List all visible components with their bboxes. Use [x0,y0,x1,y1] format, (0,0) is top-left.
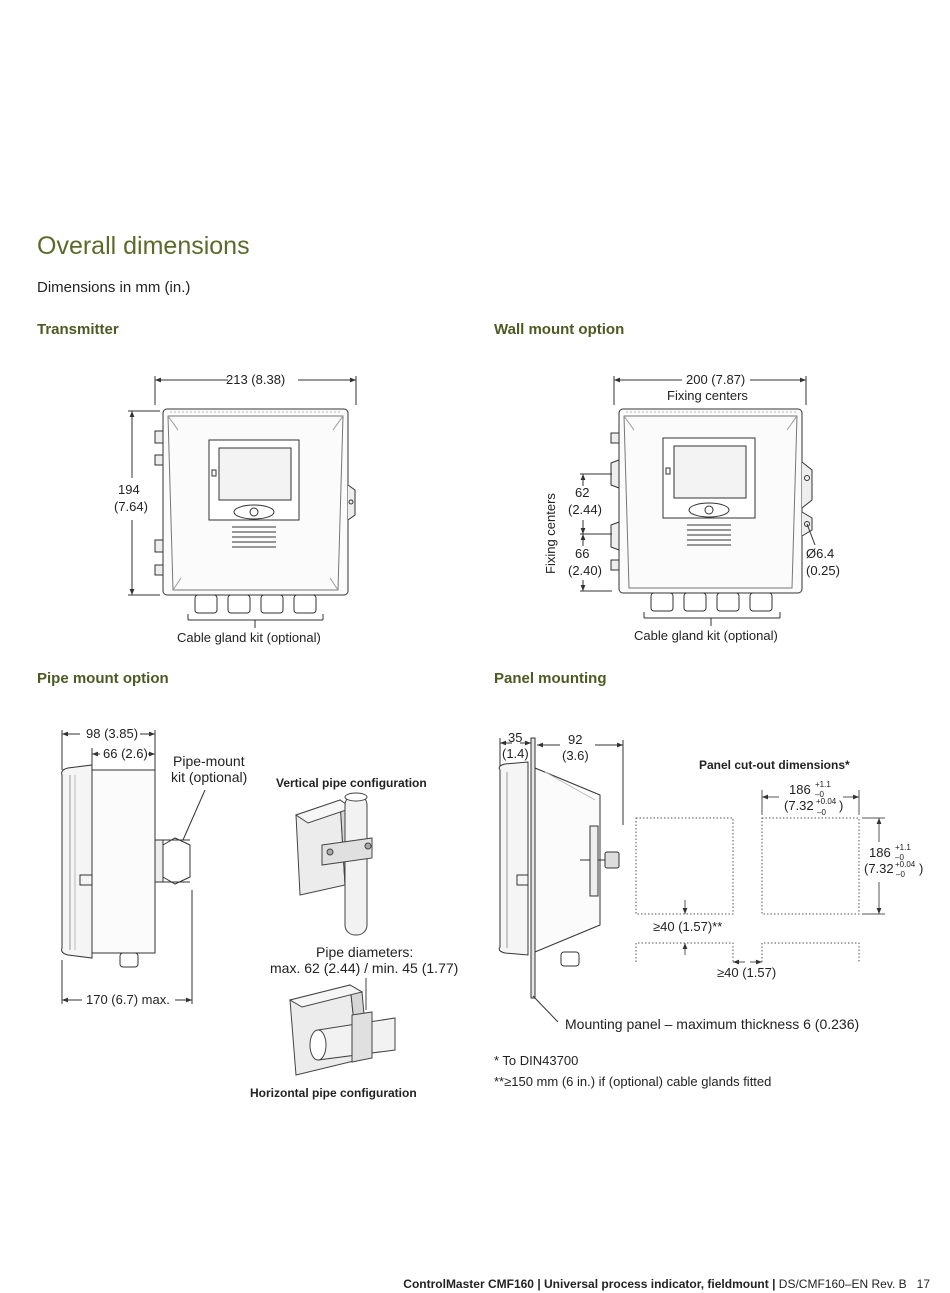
cut-width-close-paren: ) [839,798,843,813]
transmitter-width-dim: 213 (8.38) [226,372,285,387]
cut-width-tol-minus: –0 [815,790,824,799]
pipe-diameters-label-2: max. 62 (2.44) / min. 45 (1.77) [270,960,458,976]
panel-dim-92-in: (3.6) [562,748,589,763]
wall-width-dim: 200 (7.87) [686,372,745,387]
wall-hole-dim: Ø6.4 [806,546,834,561]
cut-width-in-tol-minus: –0 [817,808,826,817]
wall-gland-label: Cable gland kit (optional) [634,628,778,643]
page-subtitle: Dimensions in mm (in.) [37,279,191,296]
footer-separator-1: | [537,1277,541,1291]
section-heading-panel-mounting: Panel mounting [494,670,607,687]
cut-width-in: (7.32 [784,798,814,813]
horizontal-pipe-label: Horizontal pipe configuration [250,1086,417,1100]
pipe-kit-label-1: Pipe-mount [173,753,245,769]
footer-description: Universal process indicator, fieldmount [544,1277,769,1291]
cut-height-in-tol-minus: –0 [896,870,905,879]
footnote-din: * To DIN43700 [494,1053,578,1068]
pipe-mount-side-drawing [61,730,206,1004]
vertical-pipe-illustration [294,792,373,936]
panel-mount-side-drawing [498,737,624,1023]
page-footer: ControlMaster CMF160 | Universal process… [403,1277,930,1291]
footer-product: ControlMaster CMF160 [403,1277,534,1291]
panel-dim-35: 35 [508,730,522,745]
pipe-dim-170: 170 (6.7) max. [86,992,170,1007]
section-heading-transmitter: Transmitter [37,321,119,338]
wall-hole-dim-in: (0.25) [806,563,840,578]
cut-width-in-tol-plus: +0.04 [816,797,837,806]
wall-fixing-centers-top: Fixing centers [667,388,748,403]
cut-height-in-tol-plus: +0.04 [895,860,916,869]
wall-dim-66-in: (2.40) [568,563,602,578]
cutout-gap-vertical: ≥40 (1.57)** [653,919,722,934]
panel-cutouts [635,790,885,965]
pipe-dim-98: 98 (3.85) [86,726,138,741]
section-heading-pipe-mount: Pipe mount option [37,670,169,687]
cutout-title: Panel cut-out dimensions* [699,758,850,772]
cut-width-tol-plus: +1.1 [815,780,831,789]
cut-height-in: (7.32 [864,861,894,876]
transmitter-drawing [128,376,357,628]
footnote-glands: **≥150 mm (6 in.) if (optional) cable gl… [494,1074,771,1089]
wall-dim-66: 66 [575,546,589,561]
cut-height-close-paren: ) [919,861,923,876]
transmitter-height-dim-in: (7.64) [114,499,148,514]
cut-height-tol-plus: +1.1 [895,843,911,852]
pipe-kit-label-2: kit (optional) [171,769,247,785]
transmitter-gland-label: Cable gland kit (optional) [177,630,321,645]
pipe-dim-66: 66 (2.6) [103,746,148,761]
cut-height-value: 186 [869,845,891,860]
mounting-panel-label: Mounting panel – maximum thickness 6 (0.… [565,1016,859,1032]
page-title: Overall dimensions [37,232,250,260]
wall-mount-drawing [580,376,816,626]
cut-height-tol-minus: –0 [895,853,904,862]
section-heading-wall-mount: Wall mount option [494,321,625,338]
panel-dim-92: 92 [568,732,582,747]
wall-dim-62-in: (2.44) [568,502,602,517]
transmitter-height-dim: 194 [118,482,140,497]
cutout-gap-horizontal: ≥40 (1.57) [717,965,776,980]
horizontal-pipe-illustration [288,978,396,1076]
wall-dim-62: 62 [575,485,589,500]
footer-doc-number: DS/CMF160–EN Rev. B [778,1277,907,1291]
footer-separator-2: | [772,1277,776,1291]
vertical-pipe-label: Vertical pipe configuration [276,776,427,790]
cut-width-value: 186 [789,782,811,797]
pipe-diameters-label-1: Pipe diameters: [316,944,413,960]
wall-fixing-centers-side: Fixing centers [543,493,558,574]
footer-page-number: 17 [916,1277,930,1291]
panel-dim-35-in: (1.4) [502,746,529,761]
